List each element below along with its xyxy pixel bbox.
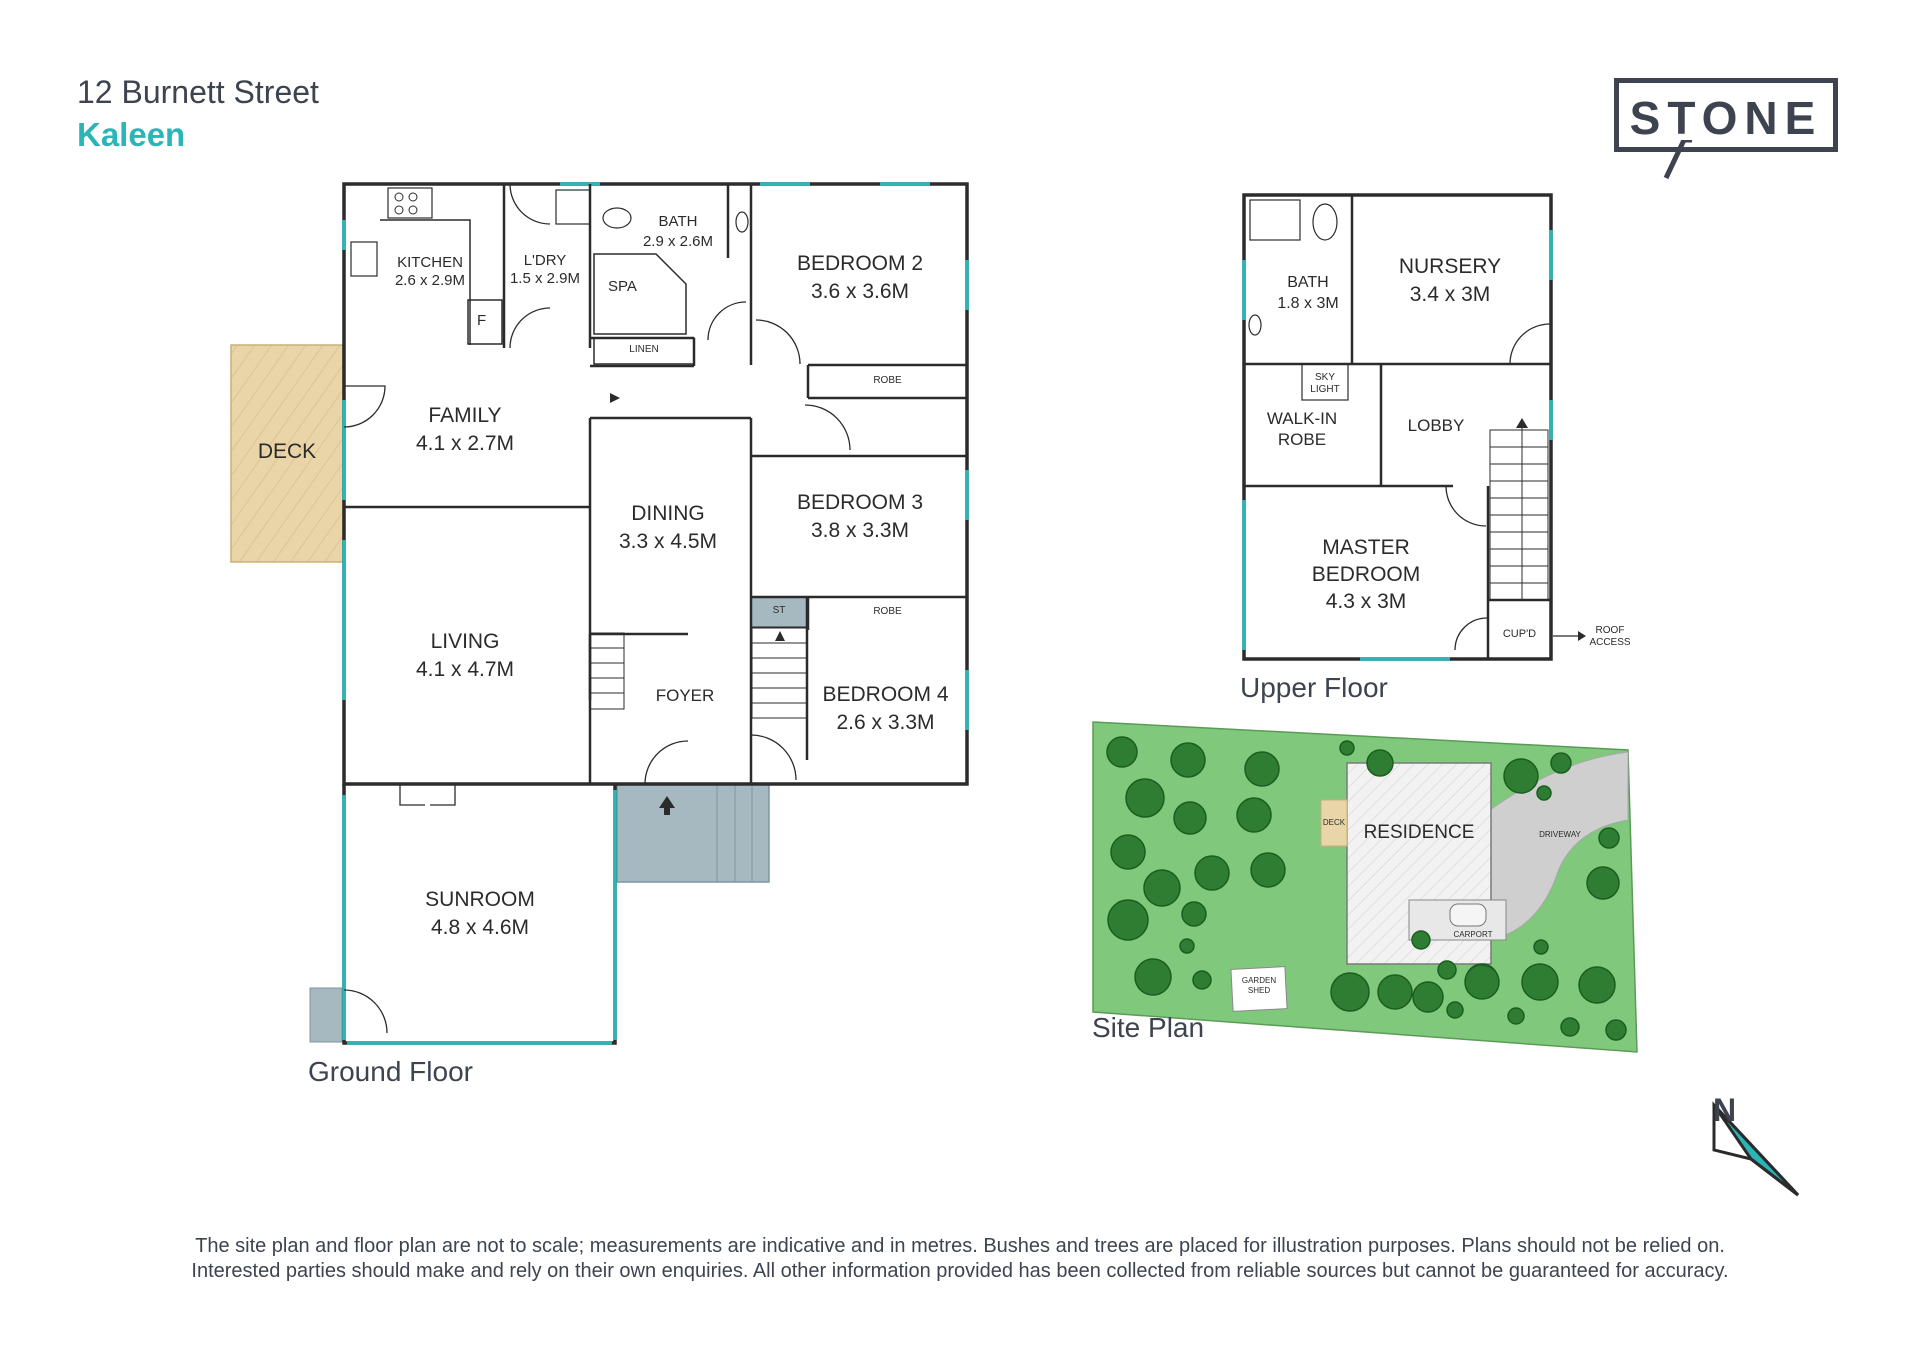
room-laundry: L'DRY 1.5 x 2.9M (503, 252, 587, 288)
roof-access-label: ROOF ACCESS (1582, 625, 1638, 649)
roof-access-line-1: ROOF (1595, 625, 1625, 636)
logo-tail-icon (1663, 140, 1692, 180)
room-living-size: 4.1 x 4.7M (415, 658, 515, 681)
ground-floor-plan (230, 182, 969, 1045)
linen-label: LINEN (629, 344, 659, 355)
robe-label-1: ROBE (873, 375, 902, 386)
fridge-label: F (477, 312, 487, 329)
entry-landing (616, 783, 770, 883)
lobby-label: LOBBY (1407, 416, 1465, 435)
room-dining-size: 3.3 x 4.5M (618, 530, 718, 553)
site-deck (1320, 799, 1348, 847)
disclaimer-line-2: Interested parties should make and rely … (191, 1260, 1729, 1282)
room-bedroom-4-name: BEDROOM 4 (822, 683, 949, 706)
driveway (1489, 751, 1629, 941)
walk-in-robe: WALK-IN ROBE (1256, 408, 1348, 450)
room-sunroom-name: SUNROOM (425, 888, 535, 911)
upper-room-bath: BATH 1.8 x 3M (1262, 272, 1354, 314)
room-bedroom-3: BEDROOM 3 3.8 x 3.3M (770, 489, 950, 545)
entry-arrow-icon (659, 796, 675, 815)
master-size: 4.3 x 3M (1325, 590, 1407, 613)
room-bath-size: 2.9 x 2.6M (642, 233, 714, 250)
walk-in-line-1: WALK-IN (1266, 409, 1338, 428)
store-label: ST (772, 605, 786, 616)
room-family-name: FAMILY (428, 404, 502, 427)
room-dining: DINING 3.3 x 4.5M (593, 500, 743, 556)
room-bath-name: BATH (658, 213, 698, 230)
north-label: N (1713, 1092, 1737, 1128)
trees (1106, 736, 1627, 1041)
room-bedroom-2-name: BEDROOM 2 (796, 252, 924, 275)
room-dining-name: DINING (631, 502, 705, 525)
room-kitchen: KITCHEN 2.6 x 2.9M (380, 254, 480, 290)
room-living: LIVING 4.1 x 4.7M (390, 628, 540, 684)
room-kitchen-size: 2.6 x 2.9M (394, 272, 466, 289)
deck-area (230, 344, 344, 563)
address-street: 12 Burnett Street (77, 74, 319, 110)
stone-logo: STONE (1614, 78, 1838, 152)
room-kitchen-name: KITCHEN (397, 254, 463, 271)
room-nursery: NURSERY 3.4 x 3M (1370, 253, 1530, 309)
garden-shed-line-1: GARDEN (1241, 976, 1277, 985)
foyer-label: FOYER (655, 686, 715, 705)
roof-access-line-2: ACCESS (1589, 637, 1631, 648)
spa-label: SPA (608, 278, 637, 295)
room-nursery-name: NURSERY (1398, 255, 1502, 278)
room-sunroom: SUNROOM 4.8 x 4.6M (400, 886, 560, 942)
room-laundry-name: L'DRY (523, 252, 567, 269)
room-bedroom-4-size: 2.6 x 3.3M (836, 711, 935, 734)
driveway-label: DRIVEWAY (1539, 830, 1581, 839)
garden-shed-line-2: SHED (1247, 986, 1271, 995)
room-master-bedroom: MASTER BEDROOM 4.3 x 3M (1290, 534, 1442, 615)
disclaimer: The site plan and floor plan are not to … (0, 1234, 1920, 1284)
site-deck-label: DECK (1322, 818, 1346, 827)
room-bedroom-2: BEDROOM 2 3.6 x 3.6M (770, 250, 950, 306)
room-family: FAMILY 4.1 x 2.7M (390, 402, 540, 458)
upper-bath-size: 1.8 x 3M (1277, 295, 1339, 312)
master-line-2: BEDROOM (1311, 563, 1421, 586)
upper-bath-name: BATH (1287, 274, 1329, 291)
side-step (309, 987, 343, 1043)
room-living-name: LIVING (430, 630, 500, 653)
room-sunroom-size: 4.8 x 4.6M (430, 916, 530, 939)
room-family-size: 4.1 x 2.7M (415, 432, 515, 455)
room-nursery-size: 3.4 x 3M (1409, 283, 1491, 306)
master-line-1: MASTER (1322, 536, 1410, 559)
address-suburb: Kaleen (77, 116, 186, 153)
garden-shed-label: GARDEN SHED (1232, 976, 1286, 996)
site-plan-caption: Site Plan (1092, 1012, 1205, 1043)
room-bedroom-3-size: 3.8 x 3.3M (810, 519, 910, 542)
site-plan-drawing (1092, 721, 1638, 1053)
robe-label-2: ROBE (873, 606, 902, 617)
skylight-line-1: SKY (1314, 372, 1335, 383)
room-bedroom-4: BEDROOM 4 2.6 x 3.3M (808, 681, 963, 737)
room-bath: BATH 2.9 x 2.6M (628, 212, 728, 252)
disclaimer-line-1: The site plan and floor plan are not to … (195, 1235, 1725, 1257)
skylight-line-2: LIGHT (1310, 384, 1340, 395)
room-laundry-size: 1.5 x 2.9M (509, 270, 581, 287)
logo-text: STONE (1629, 92, 1823, 144)
garden-shed (1230, 966, 1288, 1012)
skylight-label: SKY LIGHT (1302, 372, 1348, 396)
upper-floor-plan (1242, 193, 1586, 661)
cupboard-label: CUP'D (1502, 628, 1537, 640)
upper-floor-caption: Upper Floor (1240, 672, 1388, 703)
walk-in-line-2: ROBE (1277, 430, 1327, 449)
room-bedroom-2-size: 3.6 x 3.6M (810, 280, 910, 303)
north-arrow-icon (1712, 1101, 1800, 1197)
room-bedroom-3-name: BEDROOM 3 (796, 491, 924, 514)
carport-label: CARPORT (1453, 930, 1493, 939)
residence-label: RESIDENCE (1363, 822, 1475, 843)
deck-label: DECK (257, 440, 317, 463)
ground-floor-caption: Ground Floor (308, 1056, 473, 1087)
